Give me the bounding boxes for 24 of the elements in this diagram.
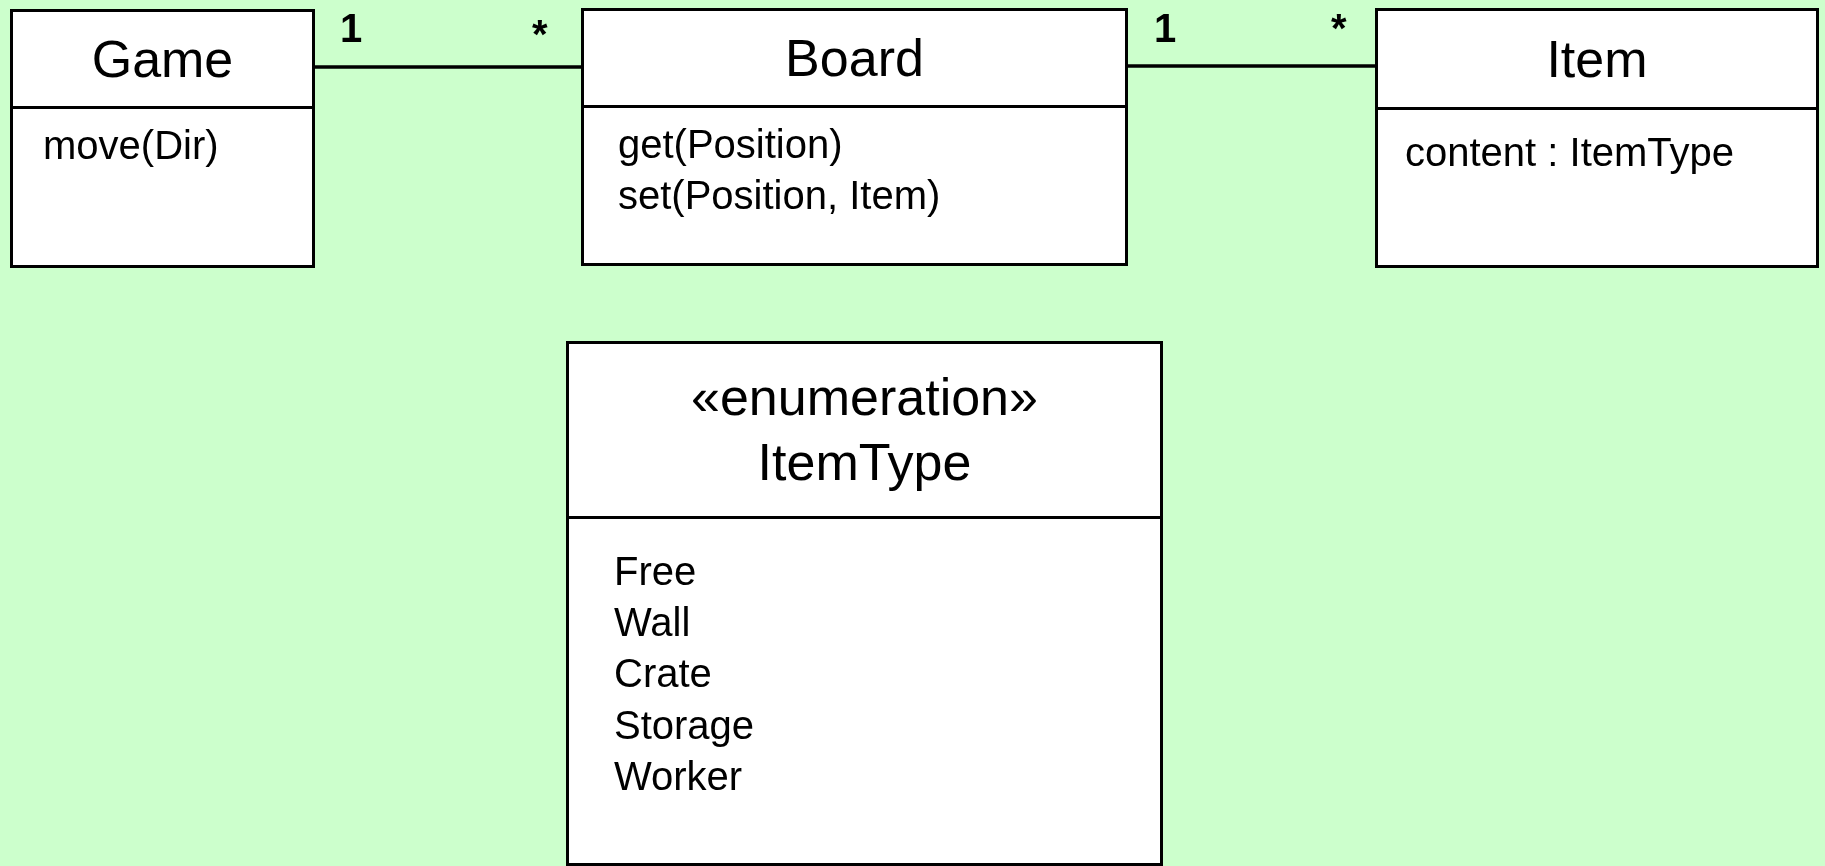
class-box (581, 8, 1128, 266)
enum-literal: Crate (614, 650, 713, 698)
multiplicity-label: * (1331, 8, 1347, 48)
member-text: get(Position) (618, 121, 844, 168)
member-text: set(Position, Item) (618, 172, 942, 220)
class-name: Game (91, 28, 234, 90)
enum-literal: Free (614, 548, 698, 595)
association-line (1128, 64, 1375, 68)
enum-literal: Wall (614, 599, 692, 647)
multiplicity-label: 1 (1154, 8, 1177, 48)
multiplicity-label: * (532, 14, 548, 54)
class-name: Item (1546, 28, 1648, 90)
class-name: ItemType (757, 432, 972, 493)
class-box (10, 9, 315, 268)
member-text: content : ItemType (1405, 129, 1736, 176)
class-box (1375, 8, 1819, 268)
enum-literal: Storage (614, 701, 756, 749)
enumeration-class-box (566, 341, 1163, 866)
enum-literal: Worker (614, 752, 744, 800)
association-line (315, 65, 581, 69)
stereotype-label: «enumeration» (691, 367, 1038, 428)
multiplicity-label: 1 (340, 8, 363, 48)
class-name: Board (785, 27, 924, 89)
member-text: move(Dir) (43, 122, 220, 169)
